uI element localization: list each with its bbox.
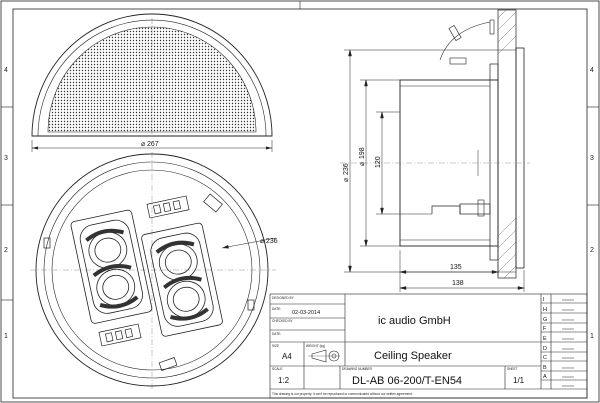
size-label: SIZE	[272, 344, 279, 348]
side-view-section	[340, 9, 530, 279]
top-view-grille	[31, 13, 273, 137]
side-inner-diameter-value: 198	[359, 147, 366, 159]
top-diameter-value: 267	[147, 141, 159, 148]
footer-notice: This drawing is our property; it can't b…	[272, 392, 413, 396]
drawing-number-label: DRAWING NUMBER	[342, 367, 373, 371]
revision-letter-b: B	[543, 365, 547, 371]
revision-letter-e: E	[543, 336, 547, 342]
side-height-value: 120	[375, 156, 382, 168]
revision-letter-h: H	[543, 307, 547, 313]
revision-letter-i: I	[543, 297, 545, 303]
sheet-label: SHEET	[507, 367, 518, 371]
date-label-1: DATE:	[272, 307, 281, 311]
revision-letter-a: A	[543, 374, 547, 380]
weight-label: WEIGHT (kg)	[306, 344, 325, 348]
date-label-2: DATE:	[272, 332, 281, 336]
zone-label-right-2: 2	[590, 247, 594, 254]
dimension-depth-135	[399, 250, 499, 276]
checked-by-label: CHECKED BY	[272, 319, 294, 323]
title-block	[269, 293, 588, 399]
size-value: A4	[282, 352, 292, 361]
zone-label-left-2: 2	[4, 247, 8, 254]
sheet-value: 1/1	[513, 376, 525, 385]
dimension-depth-138	[399, 270, 525, 292]
side-outer-diameter-value: 236	[343, 163, 350, 175]
zone-ticks	[1, 1, 599, 301]
revision-blank-lines	[562, 299, 574, 387]
zone-label-right-1: 1	[590, 333, 594, 340]
zone-label-right-3: 3	[590, 155, 594, 162]
bottom-view-speaker	[30, 152, 276, 390]
revision-letter-c: C	[543, 355, 547, 361]
date-value: 02-03-2014	[292, 310, 320, 316]
drawing-title: Ceiling Speaker	[374, 350, 452, 362]
side-inner-diameter-symbol: ⌀	[359, 162, 366, 166]
zone-label-left-3: 3	[4, 155, 8, 162]
dimension-side-inner	[360, 79, 400, 247]
dimension-side-height	[376, 111, 432, 215]
zone-label-left-1: 1	[4, 333, 8, 340]
depth-138-value: 138	[452, 280, 464, 287]
designed-by-label: DESIGNED BY	[272, 296, 295, 300]
side-outer-diameter-symbol: ⌀	[343, 178, 350, 182]
bottom-diameter-symbol: ⌀	[260, 238, 264, 245]
zone-label-left-4: 4	[4, 67, 8, 74]
drawing-number: DL-AB 06-200/T-EN54	[352, 375, 462, 387]
scale-label: SCALE	[272, 367, 282, 371]
depth-135-value: 135	[450, 264, 462, 271]
scale-value: 1:2	[278, 376, 290, 385]
projection-symbol-icon	[308, 349, 340, 363]
dimension-bottom-diameter: ⌀ 236	[221, 237, 278, 249]
dimension-top-diameter: ⌀ 267	[31, 140, 273, 152]
zone-label-right-4: 4	[590, 67, 594, 74]
revision-letter-d: D	[543, 346, 547, 352]
revision-letter-g: G	[543, 317, 547, 323]
revision-letter-f: F	[543, 326, 547, 332]
bottom-diameter-value: 236	[266, 238, 278, 245]
top-diameter-symbol: ⌀	[141, 141, 145, 148]
company-name: ic audio GmbH	[378, 315, 451, 327]
